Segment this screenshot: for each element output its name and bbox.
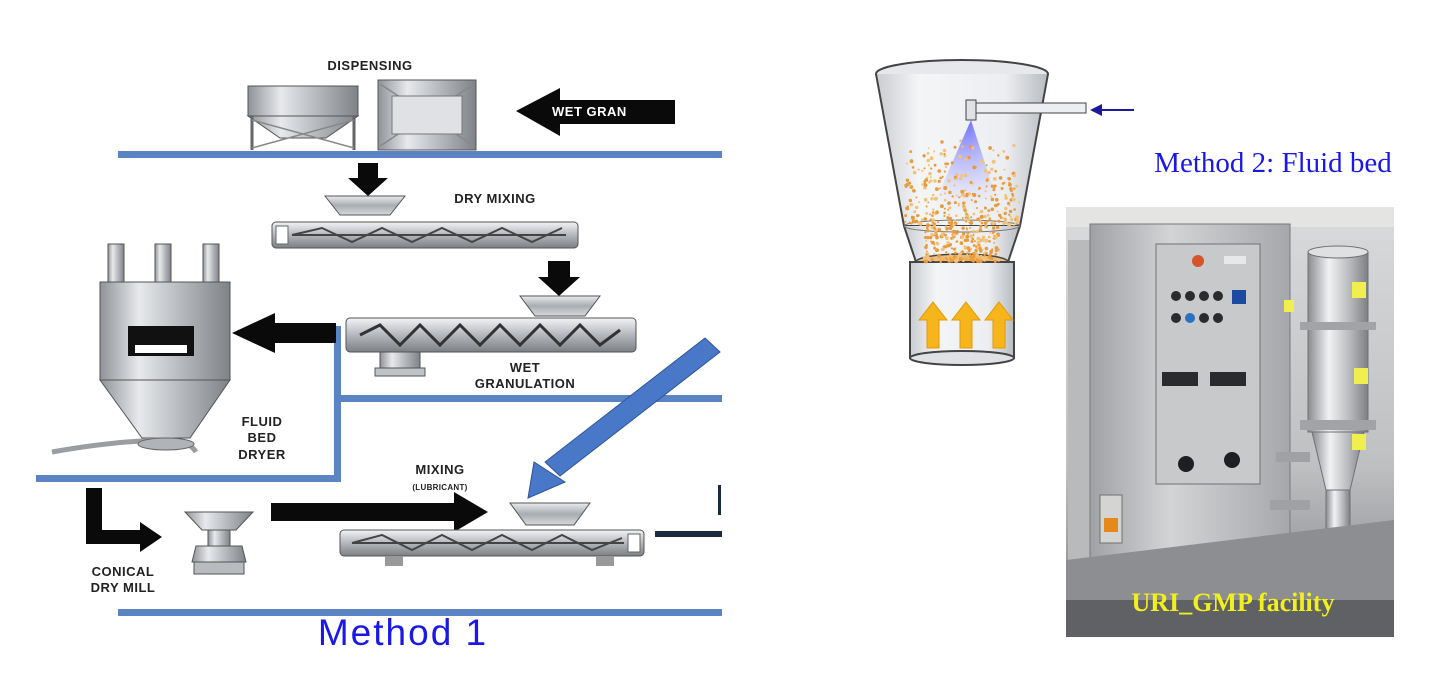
- label-mixing-line1: MIXING: [415, 462, 465, 477]
- wet-gran-arrow: [516, 88, 675, 136]
- label-mixing: MIXING (LUBRICANT): [380, 462, 500, 495]
- label-wet-gran: WET GRAN: [552, 104, 627, 119]
- dispensing-hoppers: [246, 79, 477, 151]
- label-conical-dry-mill: CONICAL DRY MILL: [68, 564, 178, 597]
- label-fluid-bed-dryer: FLUID BED DRYER: [222, 414, 302, 463]
- method1-title: Method 1: [317, 612, 489, 653]
- down-arrow-1: [348, 163, 388, 196]
- to-dryer-arrow: [232, 313, 336, 353]
- label-conical-dry-mill-line1: CONICAL: [91, 564, 155, 579]
- conical-mill: [183, 511, 255, 575]
- to-mixer-arrow: [271, 492, 488, 532]
- label-fluid-bed-dryer-line3: DRYER: [238, 446, 286, 462]
- label-dry-mixing: DRY MIXING: [454, 191, 536, 206]
- label-conical-dry-mill-line2: DRY MILL: [90, 580, 156, 596]
- l-arrow: [86, 488, 162, 552]
- label-fluid-bed-dryer-line2: BED: [247, 430, 277, 446]
- label-wet-granulation-line2: GRANULATION: [474, 376, 576, 392]
- photo-caption: URI_GMP facility: [1131, 588, 1335, 617]
- final-mixer: [339, 502, 645, 566]
- label-wet-granulation-line1: WET: [509, 360, 541, 375]
- method2-title: Method 2: Fluid bed: [1154, 147, 1392, 179]
- label-fluid-bed-dryer-line1: FLUID: [241, 414, 283, 429]
- down-arrow-2: [538, 261, 580, 296]
- label-dispensing: DISPENSING: [327, 58, 413, 73]
- blue-flow-arrow: [527, 337, 721, 499]
- dry-mixer: [271, 195, 579, 249]
- label-wet-granulation: WET GRANULATION: [440, 360, 610, 393]
- label-lubricant: (LUBRICANT): [412, 483, 468, 493]
- wet-granulator: [345, 295, 637, 377]
- conveyor-rails: [36, 151, 722, 616]
- fluid-bed-dryer-unit: [51, 243, 231, 455]
